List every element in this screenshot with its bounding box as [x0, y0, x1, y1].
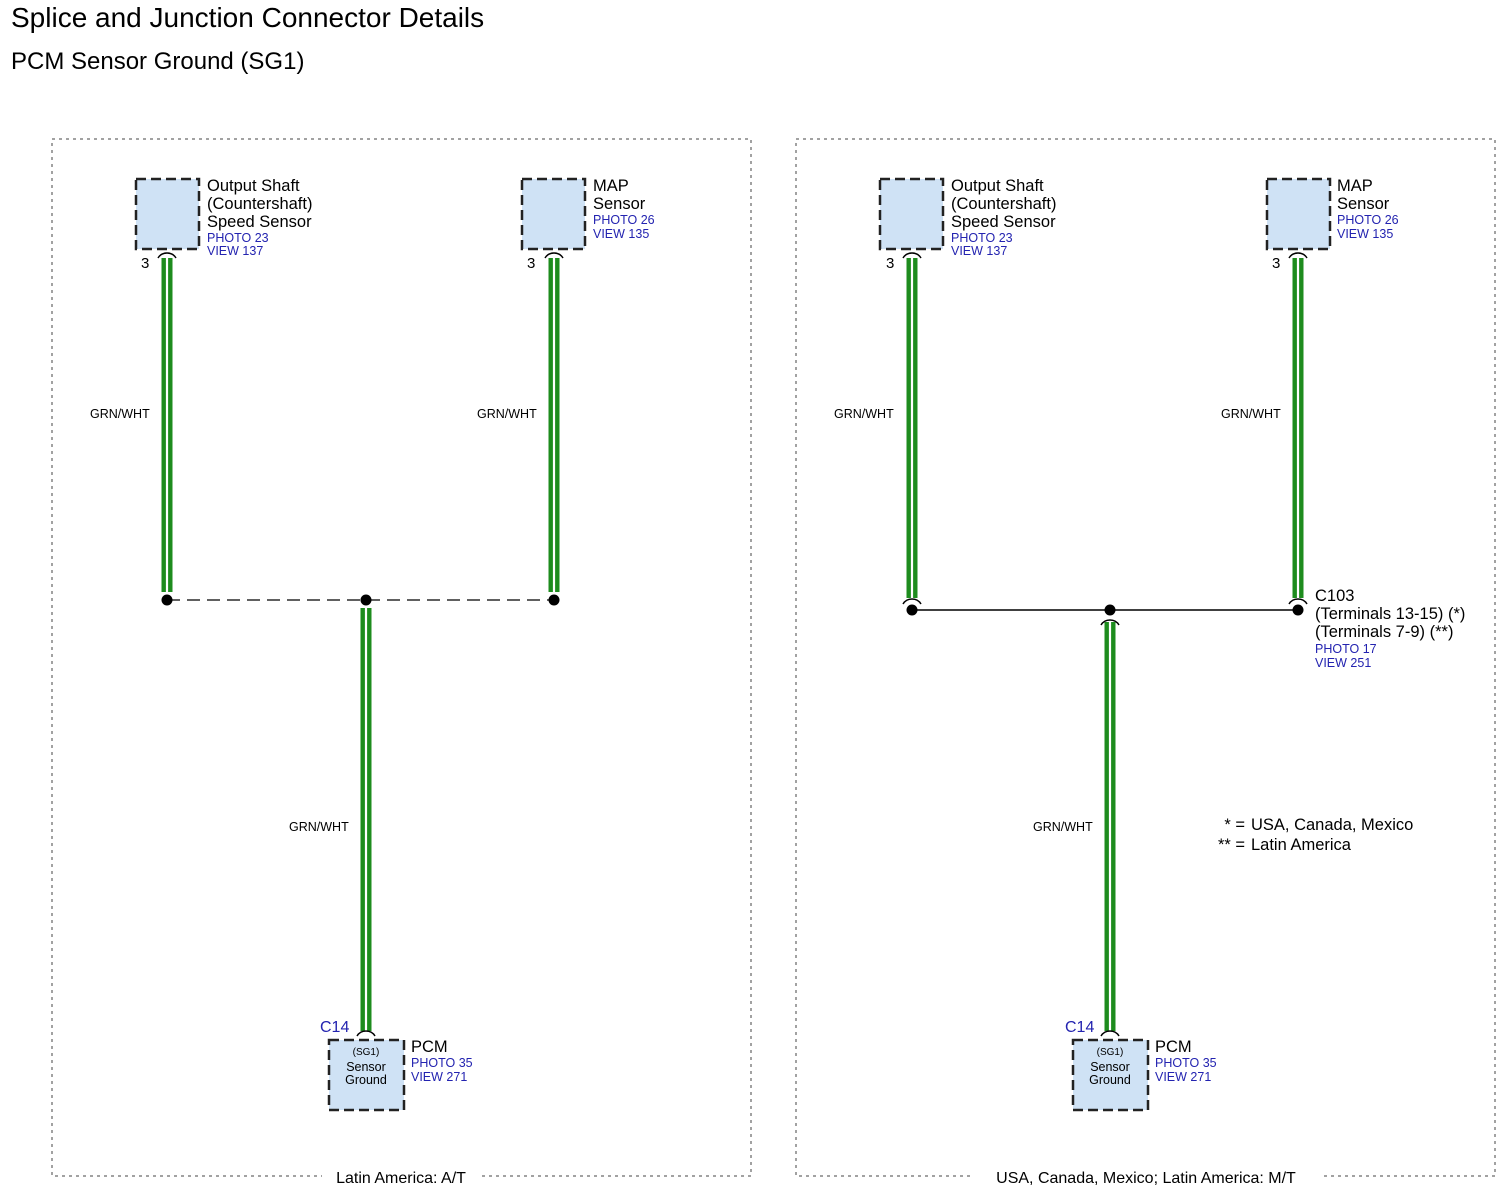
page-subtitle: PCM Sensor Ground (SG1) [11, 48, 305, 75]
left-map-view-link[interactable]: VIEW 135 [593, 227, 649, 241]
right-oss-junction-cap [902, 598, 922, 605]
left-map-pin-cap [544, 252, 564, 259]
right-map-name-2: Sensor [1337, 195, 1390, 213]
left-map-sensor-box[interactable] [520, 177, 587, 251]
right-wire-map-color: GRN/WHT [1221, 407, 1281, 421]
right-c103-terminals-2: (Terminals 7-9) (**) [1315, 623, 1453, 641]
right-c103-connector[interactable]: C103 (Terminals 13-15) (*) (Terminals 7-… [1315, 587, 1465, 670]
left-pcm-box-line1: Sensor [346, 1060, 386, 1074]
right-oss-pin: 3 [886, 255, 894, 272]
right-junction-center [1104, 604, 1116, 616]
left-pcm[interactable]: C14 (SG1) Sensor Ground PCM PHOTO 35 VIE… [320, 1019, 473, 1112]
left-panel: Latin America: A/T Output Shaft (Counter… [51, 138, 752, 1187]
left-map-photo-link[interactable]: PHOTO 26 [593, 213, 655, 227]
right-map-sensor[interactable]: MAP Sensor PHOTO 26 VIEW 135 3 [1265, 177, 1399, 272]
left-pcm-box-sg1: (SG1) [353, 1047, 380, 1058]
left-wire-oss-color: GRN/WHT [90, 407, 150, 421]
left-pcm-name: PCM [411, 1038, 448, 1056]
right-caption-mask [972, 1166, 1320, 1186]
right-junction-oss [906, 604, 918, 616]
right-wire-pcm-color: GRN/WHT [1033, 820, 1093, 834]
right-oss-name-3: Speed Sensor [951, 213, 1056, 231]
left-oss-pin: 3 [141, 255, 149, 272]
right-pcm[interactable]: C14 (SG1) Sensor Ground PCM PHOTO 35 VIE… [1065, 1019, 1217, 1112]
left-panel-frame [51, 138, 752, 1177]
right-legend: * = USA, Canada, Mexico ** = Latin Ameri… [1218, 816, 1413, 854]
left-junction-oss [161, 594, 173, 606]
left-junction-center [360, 594, 372, 606]
right-panel: USA, Canada, Mexico; Latin America: M/T … [795, 138, 1496, 1187]
left-map-name-1: MAP [593, 177, 629, 195]
right-map-sensor-box[interactable] [1265, 177, 1332, 251]
right-pcm-connector: C14 [1065, 1019, 1094, 1036]
left-caption-mask [322, 1166, 482, 1186]
right-oss-name-1: Output Shaft [951, 177, 1044, 195]
right-map-junction-cap [1288, 598, 1308, 605]
left-map-pin: 3 [527, 255, 535, 272]
left-panel-caption: Latin America: A/T [336, 1170, 466, 1187]
right-wire-oss-color: GRN/WHT [834, 407, 894, 421]
left-pcm-connector: C14 [320, 1019, 349, 1036]
right-map-name-1: MAP [1337, 177, 1373, 195]
left-oss-photo-link[interactable]: PHOTO 23 [207, 231, 269, 245]
left-wire-pcm-color: GRN/WHT [289, 820, 349, 834]
left-oss-name-3: Speed Sensor [207, 213, 312, 231]
page-title: Splice and Junction Connector Details [11, 2, 485, 33]
left-oss-name-1: Output Shaft [207, 177, 300, 195]
right-map-pin-cap [1288, 252, 1308, 259]
right-pcm-box-line1: Sensor [1090, 1060, 1130, 1074]
right-oss-sensor[interactable]: Output Shaft (Countershaft) Speed Sensor… [878, 177, 1056, 272]
left-junction-map [548, 594, 560, 606]
right-pcm-box-line2: Ground [1089, 1073, 1131, 1087]
right-panel-frame [795, 138, 1496, 1177]
legend-text-2: Latin America [1251, 836, 1352, 854]
right-c103-name: C103 [1315, 587, 1354, 605]
left-oss-sensor-box[interactable] [134, 177, 201, 251]
left-pcm-box-line2: Ground [345, 1073, 387, 1087]
left-oss-sensor[interactable]: Output Shaft (Countershaft) Speed Sensor… [134, 177, 312, 272]
right-c103-view-link[interactable]: VIEW 251 [1315, 656, 1371, 670]
right-pcm-name: PCM [1155, 1038, 1192, 1056]
left-map-name-2: Sensor [593, 195, 646, 213]
left-pcm-photo-link[interactable]: PHOTO 35 [411, 1056, 473, 1070]
left-wire-map-color: GRN/WHT [477, 407, 537, 421]
right-c103-terminals-1: (Terminals 13-15) (*) [1315, 605, 1465, 623]
right-oss-sensor-box[interactable] [878, 177, 945, 251]
right-oss-photo-link[interactable]: PHOTO 23 [951, 231, 1013, 245]
left-map-sensor[interactable]: MAP Sensor PHOTO 26 VIEW 135 3 [520, 177, 655, 272]
left-pcm-box[interactable] [327, 1038, 406, 1112]
left-pcm-view-link[interactable]: VIEW 271 [411, 1070, 467, 1084]
right-pcm-wire-top-cap [1100, 619, 1120, 626]
right-pcm-box-sg1: (SG1) [1097, 1047, 1124, 1058]
right-oss-pin-cap [902, 252, 922, 259]
legend-symbol-1: * = [1224, 816, 1245, 834]
left-oss-pin-cap [157, 252, 177, 259]
right-pcm-pin-cap [1100, 1030, 1120, 1037]
left-oss-name-2: (Countershaft) [207, 195, 312, 213]
right-oss-view-link[interactable]: VIEW 137 [951, 244, 1007, 258]
legend-text-1: USA, Canada, Mexico [1251, 816, 1413, 834]
legend-symbol-2: ** = [1218, 836, 1245, 854]
right-pcm-box[interactable] [1071, 1038, 1150, 1112]
right-panel-caption: USA, Canada, Mexico; Latin America: M/T [996, 1170, 1296, 1187]
right-pcm-view-link[interactable]: VIEW 271 [1155, 1070, 1211, 1084]
right-map-photo-link[interactable]: PHOTO 26 [1337, 213, 1399, 227]
right-pcm-photo-link[interactable]: PHOTO 35 [1155, 1056, 1217, 1070]
right-oss-name-2: (Countershaft) [951, 195, 1056, 213]
right-map-view-link[interactable]: VIEW 135 [1337, 227, 1393, 241]
right-junction-c103 [1292, 604, 1304, 616]
right-map-pin: 3 [1272, 255, 1280, 272]
left-oss-view-link[interactable]: VIEW 137 [207, 244, 263, 258]
left-pcm-pin-cap [356, 1030, 376, 1037]
right-c103-photo-link[interactable]: PHOTO 17 [1315, 642, 1377, 656]
